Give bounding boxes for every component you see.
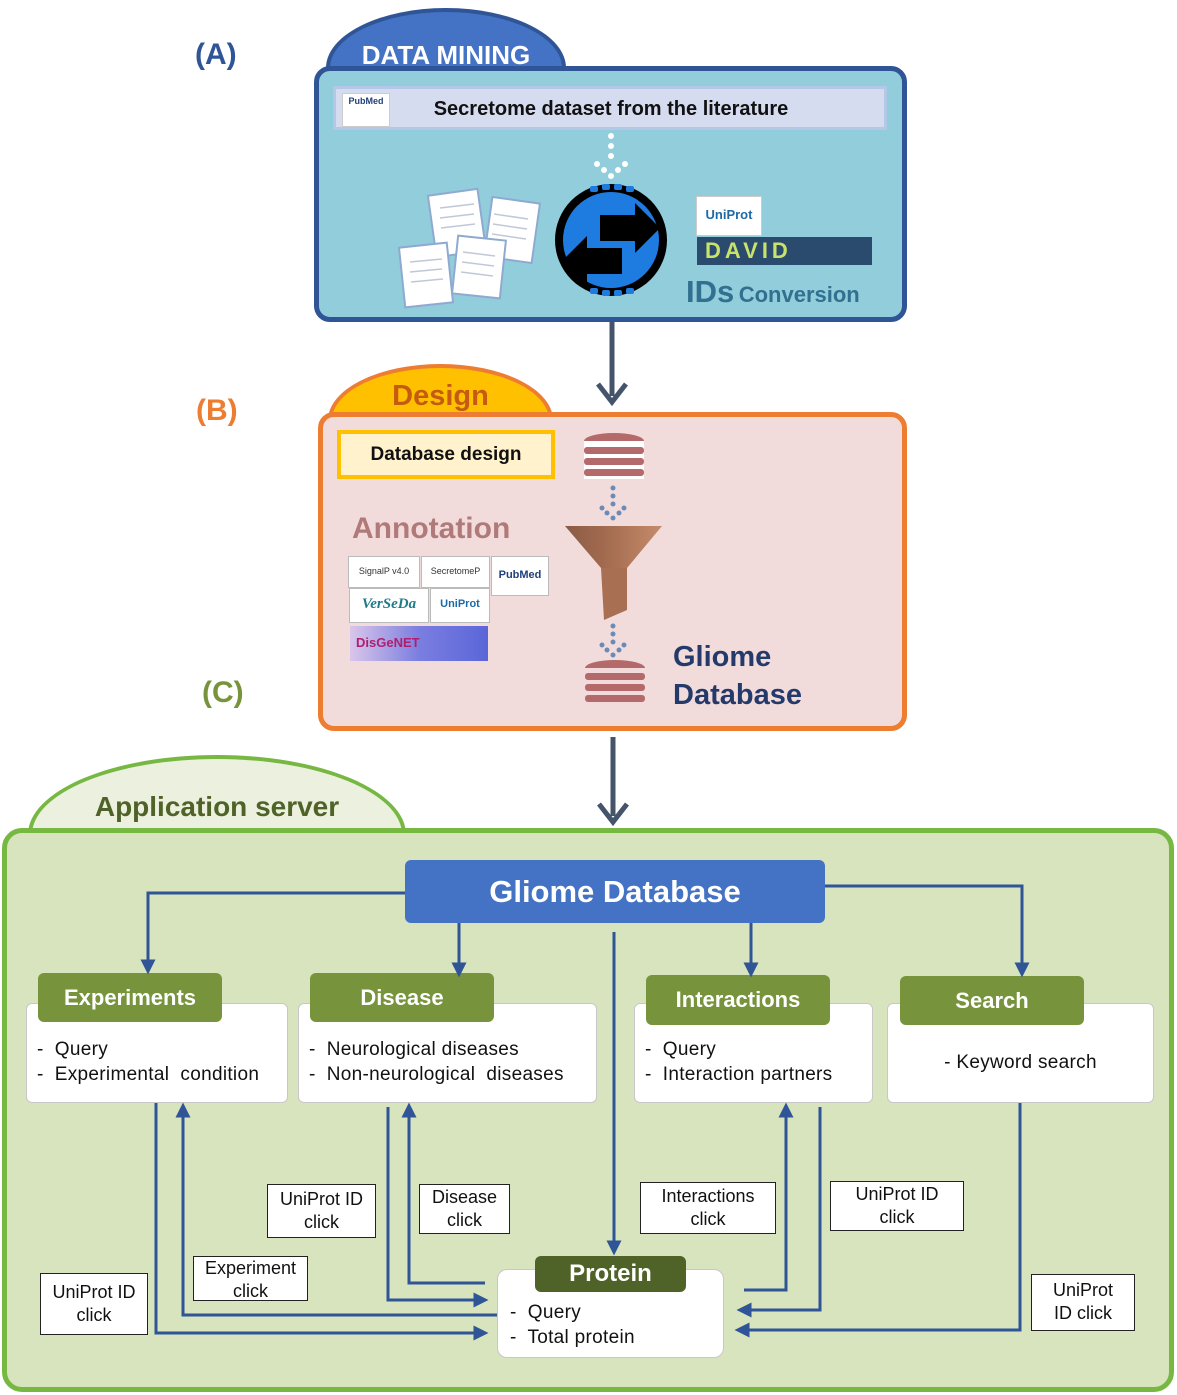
experiment-click-line1: Experiment — [204, 1258, 297, 1278]
uniprot-click-label-3: UniProt ID click — [830, 1181, 964, 1231]
signalp-logo-icon: SignalP v4.0 — [348, 556, 420, 588]
arrow-a-to-b-head — [596, 382, 628, 407]
annotation-label: Annotation — [352, 512, 511, 545]
uniprot-click-1-line1: UniProt ID — [52, 1282, 136, 1302]
section-c-letter: (C) — [202, 676, 244, 709]
pubmed-logo-icon-2: PubMed — [491, 556, 549, 596]
uniprot-click-4-line2: ID click — [1054, 1303, 1112, 1323]
gliome-db-label-line2: Database — [673, 679, 802, 711]
uniprot-click-4-line1: UniProt — [1052, 1280, 1114, 1300]
uniprot-click-1-line2: click — [76, 1305, 112, 1325]
gliome-db-label-line1: Gliome — [673, 641, 772, 673]
protein-panel: - Query - Total protein — [497, 1269, 724, 1358]
ids-conversion-label: IDs Conversion — [686, 274, 860, 310]
uniprot-click-3-line2: click — [879, 1207, 915, 1227]
search-line-keyword: - Keyword search — [944, 1052, 1097, 1073]
uniprot-logo-icon: UniProt — [696, 196, 762, 236]
interactions-click-line1: Interactions — [661, 1186, 755, 1206]
interactions-line-partners: - Interaction partners — [645, 1064, 833, 1085]
source-title: Secretome dataset from the literature — [433, 98, 789, 120]
gliome-database-hub[interactable]: Gliome Database — [405, 860, 825, 923]
experiment-click-label: Experiment click — [193, 1256, 308, 1301]
uniprot-click-label-1: UniProt ID click — [40, 1273, 148, 1335]
david-logo-icon: DAVID — [697, 237, 872, 265]
verseda-logo-icon: VerSeDa — [349, 588, 429, 623]
interactions-line-query: - Query — [645, 1039, 717, 1060]
uniprot-click-label-2: UniProt ID click — [267, 1184, 376, 1238]
experiments-module-button[interactable]: Experiments — [38, 973, 222, 1022]
interactions-click-label: Interactions click — [640, 1182, 776, 1234]
ids-text: IDs — [686, 274, 735, 309]
disease-module-button[interactable]: Disease — [310, 973, 494, 1022]
uniprot-click-2-line2: click — [304, 1212, 339, 1232]
disgenet-logo-icon: DisGeNET — [350, 626, 488, 661]
arrow-b-to-c-head — [597, 802, 629, 827]
uniprot-click-3-line1: UniProt ID — [855, 1184, 939, 1204]
search-module-button[interactable]: Search — [900, 976, 1084, 1025]
disease-line-nonneuro: - Non-neurological diseases — [309, 1064, 564, 1085]
database-design-box: Database design — [337, 430, 555, 479]
experiments-line-condition: - Experimental condition — [37, 1064, 260, 1085]
protein-line-query: - Query — [510, 1302, 582, 1323]
section-a-letter: (A) — [195, 38, 237, 71]
interactions-click-line2: click — [690, 1209, 726, 1229]
experiments-line-query: - Query — [37, 1039, 109, 1060]
protein-line-total: - Total protein — [510, 1327, 635, 1348]
uniprot-click-2-line1: UniProt ID — [279, 1189, 364, 1209]
disease-click-line1: Disease — [431, 1187, 498, 1207]
interactions-module-button[interactable]: Interactions — [646, 975, 830, 1025]
disease-line-neuro: - Neurological diseases — [309, 1039, 519, 1060]
uniprot-logo-icon-2: UniProt — [430, 588, 490, 623]
conversion-text: Conversion — [738, 282, 860, 307]
protein-module-button[interactable]: Protein — [535, 1256, 686, 1292]
experiments-panel: - Query - Experimental condition — [26, 1003, 288, 1103]
disease-click-line2: click — [447, 1210, 482, 1230]
gliome-db-label: Gliome Database — [673, 638, 802, 714]
uniprot-click-label-4: UniProt ID click — [1031, 1274, 1135, 1331]
section-b-letter: (B) — [196, 394, 238, 427]
disease-click-label: Disease click — [419, 1184, 510, 1234]
source-banner: PubMed Secretome dataset from the litera… — [333, 86, 887, 130]
secretomep-logo-icon: SecretomeP v1.0 — [421, 556, 490, 604]
pubmed-logo-icon: PubMed — [342, 93, 390, 127]
experiment-click-line2: click — [233, 1281, 268, 1301]
